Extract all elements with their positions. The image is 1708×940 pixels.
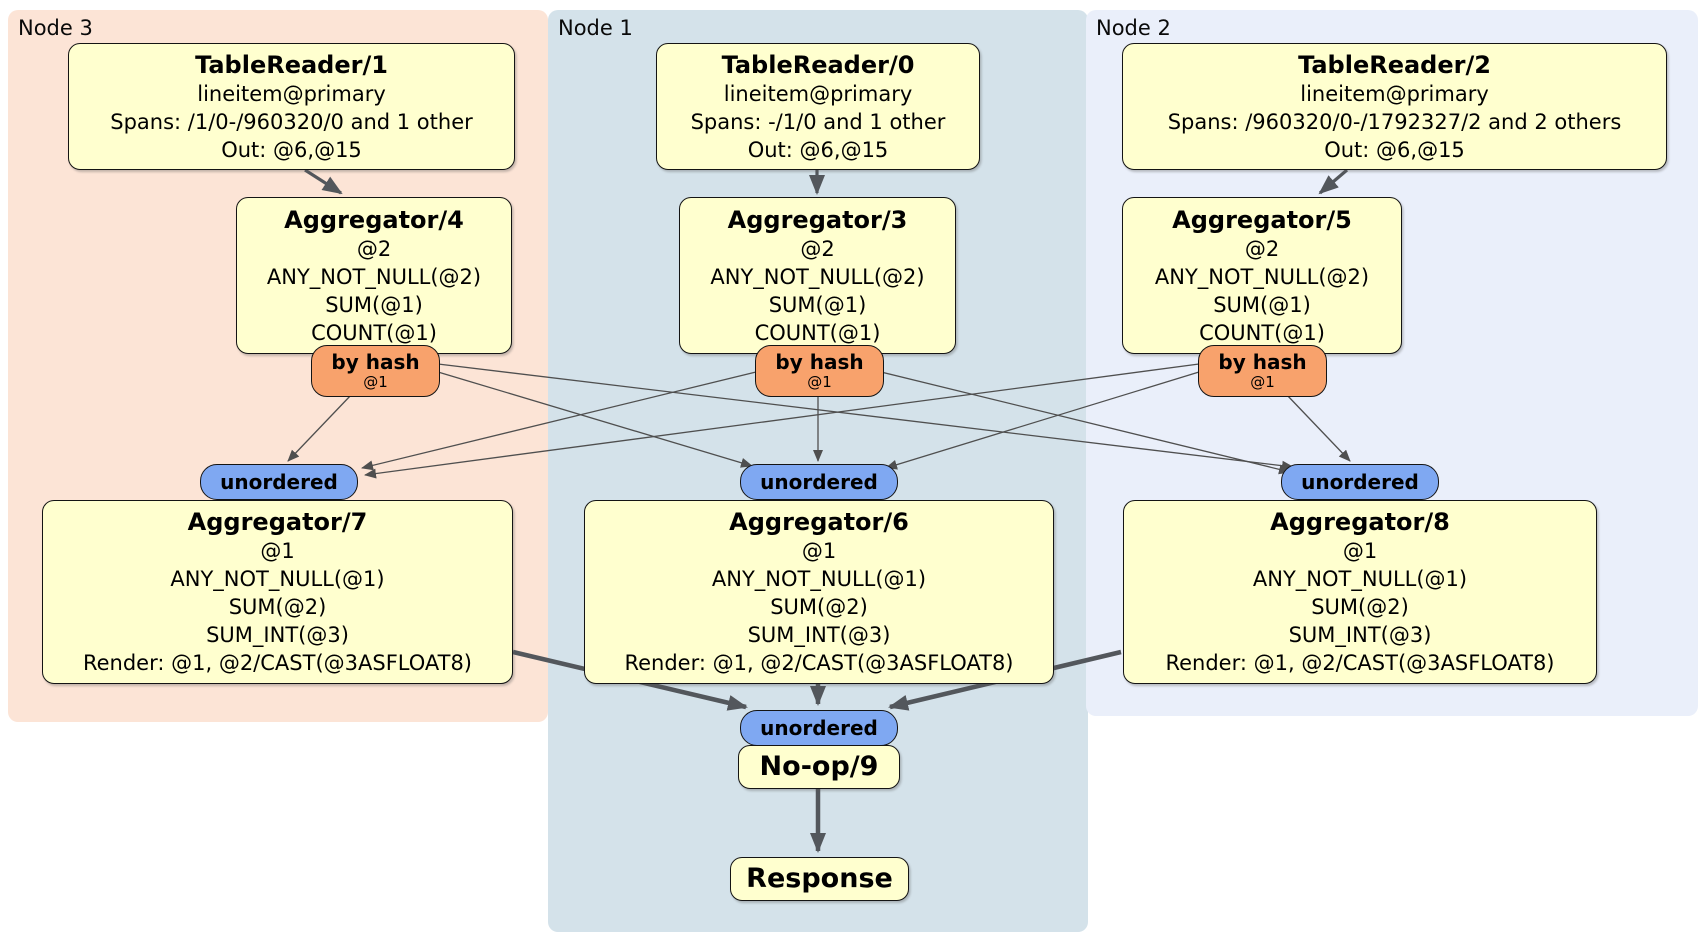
- processor-detail: SUM_INT(@3): [747, 623, 891, 647]
- stream-unordered-2: unordered: [740, 464, 898, 500]
- processor-detail: Render: @1, @2/CAST(@3ASFLOAT8): [624, 651, 1014, 675]
- processor-detail: SUM(@1): [768, 292, 867, 317]
- stream-unordered-merge: unordered: [740, 710, 898, 746]
- processor-detail: Spans: -/1/0 and 1 other: [690, 109, 946, 134]
- router-detail: @1: [1250, 373, 1275, 391]
- processor-detail: ANY_NOT_NULL(@1): [170, 567, 385, 591]
- processor-title: Aggregator/5: [1172, 205, 1352, 234]
- processor-response: Response: [730, 857, 909, 901]
- processor-detail: lineitem@primary: [1300, 81, 1489, 106]
- processor-aggregator-5: Aggregator/5 @2 ANY_NOT_NULL(@2) SUM(@1)…: [1122, 197, 1402, 354]
- router-detail: @1: [363, 373, 388, 391]
- processor-detail: SUM_INT(@3): [1288, 623, 1432, 647]
- processor-tablereader-2: TableReader/2 lineitem@primary Spans: /9…: [1122, 43, 1667, 170]
- router-label: by hash: [331, 350, 420, 374]
- processor-aggregator-3: Aggregator/3 @2 ANY_NOT_NULL(@2) SUM(@1)…: [679, 197, 956, 354]
- processor-noop-9: No-op/9: [738, 745, 900, 789]
- processor-title: TableReader/0: [721, 50, 915, 79]
- processor-detail: @2: [356, 236, 392, 261]
- processor-detail: COUNT(@1): [1199, 320, 1325, 345]
- processor-detail: COUNT(@1): [311, 320, 437, 345]
- processor-aggregator-6: Aggregator/6 @1 ANY_NOT_NULL(@1) SUM(@2)…: [584, 500, 1054, 684]
- processor-detail: Render: @1, @2/CAST(@3ASFLOAT8): [1165, 651, 1555, 675]
- router-by-hash-3: by hash @1: [1198, 345, 1327, 397]
- processor-tablereader-1: TableReader/1 lineitem@primary Spans: /1…: [68, 43, 515, 170]
- region-node3-label: Node 3: [18, 16, 93, 40]
- processor-tablereader-0: TableReader/0 lineitem@primary Spans: -/…: [656, 43, 980, 170]
- processor-detail: COUNT(@1): [754, 320, 881, 345]
- processor-detail: SUM(@1): [1213, 292, 1311, 317]
- processor-detail: @2: [800, 236, 835, 261]
- processor-detail: ANY_NOT_NULL(@2): [1154, 264, 1370, 289]
- stream-unordered-3: unordered: [1281, 464, 1439, 500]
- processor-detail: lineitem@primary: [197, 81, 386, 106]
- processor-detail: ANY_NOT_NULL(@2): [710, 264, 925, 289]
- processor-detail: SUM(@2): [770, 595, 868, 619]
- processor-detail: Out: @6,@15: [1324, 137, 1465, 162]
- processor-detail: @1: [1342, 539, 1378, 563]
- processor-detail: Out: @6,@15: [221, 137, 362, 162]
- stream-unordered-1: unordered: [200, 464, 358, 500]
- processor-title: Response: [746, 863, 893, 894]
- processor-detail: Out: @6,@15: [747, 137, 889, 162]
- processor-detail: Render: @1, @2/CAST(@3ASFLOAT8): [82, 651, 473, 675]
- processor-title: TableReader/1: [195, 50, 388, 79]
- processor-detail: Spans: /1/0-/960320/0 and 1 other: [110, 109, 473, 134]
- processor-aggregator-8: Aggregator/8 @1 ANY_NOT_NULL(@1) SUM(@2)…: [1123, 500, 1597, 684]
- region-node2-label: Node 2: [1096, 16, 1171, 40]
- processor-detail: Spans: /960320/0-/1792327/2 and 2 others: [1167, 109, 1622, 134]
- processor-title: Aggregator/4: [284, 205, 464, 234]
- region-node1-label: Node 1: [558, 16, 633, 40]
- processor-title: Aggregator/6: [729, 508, 909, 536]
- processor-title: TableReader/2: [1298, 50, 1491, 79]
- processor-title: Aggregator/8: [1270, 508, 1450, 536]
- processor-title: No-op/9: [759, 751, 879, 782]
- processor-detail: @2: [1244, 236, 1280, 261]
- processor-detail: ANY_NOT_NULL(@2): [266, 264, 482, 289]
- router-label: by hash: [775, 350, 864, 374]
- processor-title: Aggregator/7: [187, 508, 368, 536]
- processor-detail: SUM(@2): [1311, 595, 1409, 619]
- processor-detail: SUM(@2): [228, 595, 327, 619]
- processor-detail: @1: [801, 539, 837, 563]
- processor-detail: ANY_NOT_NULL(@1): [1252, 567, 1468, 591]
- processor-aggregator-7: Aggregator/7 @1 ANY_NOT_NULL(@1) SUM(@2)…: [42, 500, 513, 684]
- processor-detail: lineitem@primary: [723, 81, 913, 106]
- processor-title: Aggregator/3: [727, 205, 908, 234]
- processor-detail: ANY_NOT_NULL(@1): [711, 567, 927, 591]
- router-label: by hash: [1218, 350, 1307, 374]
- router-by-hash-1: by hash @1: [311, 345, 440, 397]
- router-by-hash-2: by hash @1: [755, 345, 884, 397]
- processor-aggregator-4: Aggregator/4 @2 ANY_NOT_NULL(@2) SUM(@1)…: [236, 197, 512, 354]
- processor-detail: @1: [260, 539, 295, 563]
- processor-detail: SUM_INT(@3): [206, 623, 349, 647]
- router-detail: @1: [807, 373, 832, 391]
- processor-detail: SUM(@1): [325, 292, 423, 317]
